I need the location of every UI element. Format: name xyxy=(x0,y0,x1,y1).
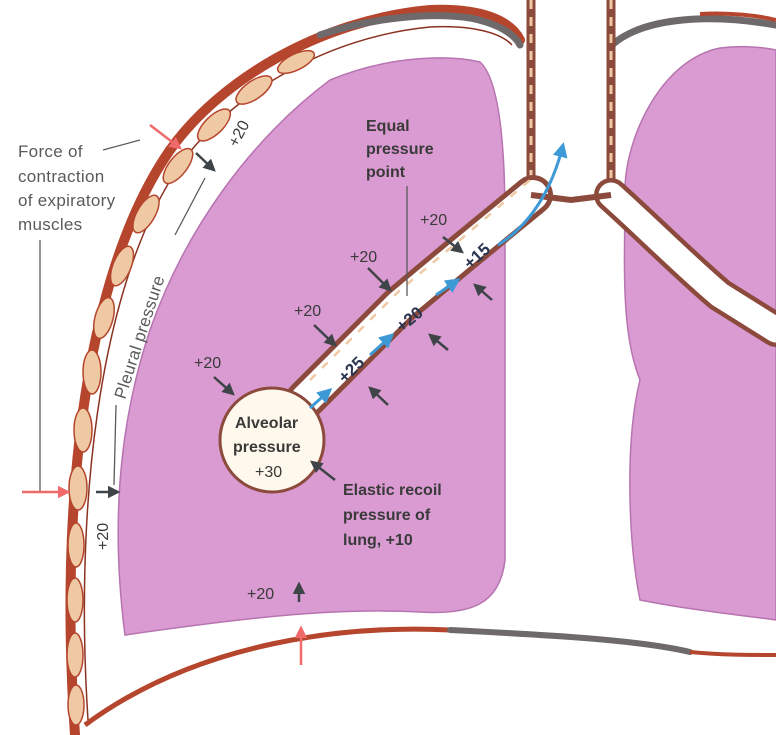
elastic-label-line2: pressure of xyxy=(343,507,431,524)
pleural-top-value: +20 xyxy=(226,118,254,150)
equal-label-line1: Equal xyxy=(366,118,410,135)
force-leader-top xyxy=(103,140,140,150)
force-label-line3: of expiratory xyxy=(18,191,116,210)
alveolar-label-line2: pressure xyxy=(233,439,301,456)
pleural-leader-lower xyxy=(114,405,116,485)
muscle-segment xyxy=(83,350,101,394)
pleural-bottom-value: +20 xyxy=(247,586,274,603)
muscle-segment xyxy=(69,466,87,510)
right-chest-wall xyxy=(612,19,776,45)
diaphragm-gray xyxy=(450,630,690,652)
muscle-segment xyxy=(67,578,83,622)
diaphragm-right xyxy=(690,652,776,655)
equal-label-line3: point xyxy=(366,164,406,181)
muscle-segment xyxy=(67,633,83,677)
equal-label-line2: pressure xyxy=(366,141,434,158)
diaphragm-red xyxy=(85,629,450,725)
trachea-lumen xyxy=(531,0,611,200)
airway-value-mid: +20 xyxy=(294,303,321,320)
alveolar-label-line1: Alveolar xyxy=(235,415,298,432)
airway-value-upper: +20 xyxy=(350,249,377,266)
force-label-line2: contraction xyxy=(18,167,104,186)
elastic-label-line1: Elastic recoil xyxy=(343,482,442,499)
diaphragm xyxy=(85,629,776,725)
pleural-arrow-top xyxy=(196,153,214,170)
muscle-segment xyxy=(90,295,118,340)
muscle-segment xyxy=(68,523,84,567)
force-label-line1: Force of xyxy=(18,142,83,161)
force-label-line4: muscles xyxy=(18,215,82,234)
elastic-label-line3: lung, +10 xyxy=(343,532,413,549)
alveolar-value: +30 xyxy=(255,464,282,481)
pleural-left-value: +20 xyxy=(95,523,112,550)
airway-value-top: +20 xyxy=(420,212,447,229)
trachea xyxy=(531,0,611,200)
muscle-segment xyxy=(74,408,92,452)
muscle-segment xyxy=(68,685,84,725)
airway-value-near-alveolus: +20 xyxy=(194,355,221,372)
